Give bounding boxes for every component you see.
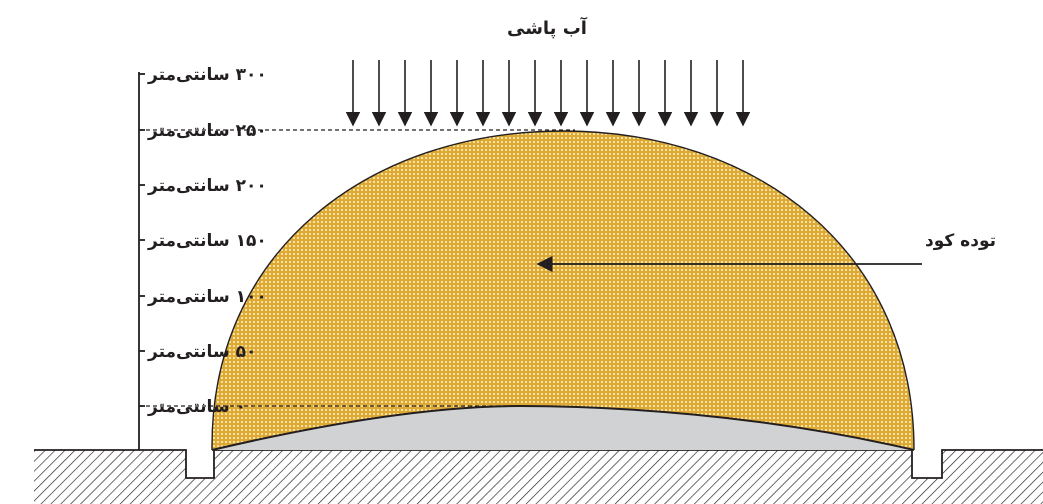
axis-label-300: ۳۰۰ سانتی‌متر: [147, 65, 267, 85]
axis-label-0: ۰ سانتی‌متر: [147, 397, 246, 417]
ground-hatch: [34, 450, 1043, 504]
axis-label-50: ۵۰ سانتی‌متر: [147, 342, 256, 362]
axis-label-150: ۱۵۰ سانتی‌متر: [147, 231, 267, 251]
compost-pile: [211, 131, 914, 450]
axis-label-250: ۲۵۰ سانتی‌متر: [147, 121, 267, 141]
pile-label: توده کود: [925, 231, 996, 251]
axis-label-200: ۲۰۰ سانتی‌متر: [147, 176, 267, 196]
axis-label-100: ۱۰۰ سانتی‌متر: [147, 287, 267, 307]
compost-pile-outline: [211, 130, 915, 451]
base-layer-top-line: [211, 404, 915, 451]
watering-label: آب پاشی: [507, 16, 588, 39]
watering-arrows: [345, 60, 751, 127]
